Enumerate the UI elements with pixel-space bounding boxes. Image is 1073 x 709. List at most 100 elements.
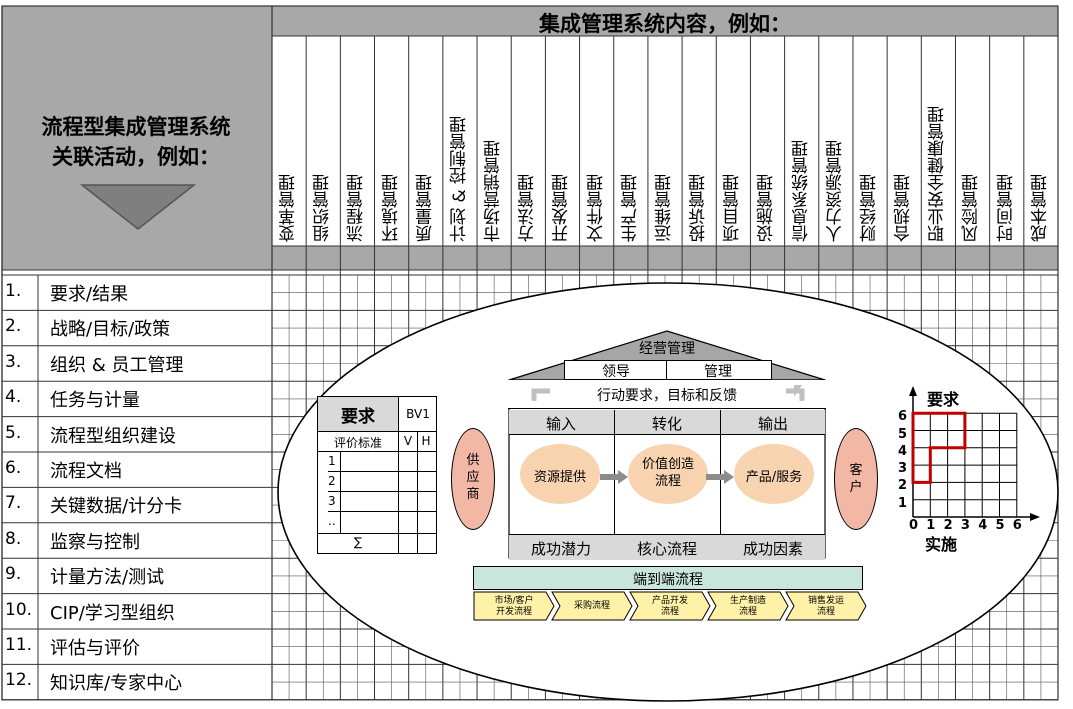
x-tick-label: 1 [926,518,936,533]
house-diagram: 经营管理 领导 管理 行动要求，目标和反馈 输入 转化 输出 资源提供 价值创造… [508,330,826,560]
right-header-title: 集成管理系统内容，例如： [539,12,791,36]
supplier-char-3: 商 [466,487,480,502]
arrow-right-icon [600,470,628,484]
row-number: 9. [5,564,22,585]
row-label: 流程文档 [50,461,122,482]
product-bubble [734,444,814,504]
row-number: 2. [5,316,22,337]
x-tick-label: 4 [978,518,988,533]
row-number: 1. [5,281,22,301]
criteria-item: 2 [328,474,336,488]
customer-char-1: 客 [849,463,863,478]
value-bubble [628,444,708,504]
resource-label: 资源提供 [533,470,586,485]
requirements-title: 要求 [341,407,375,427]
row-label: 知识库/专家中心 [50,673,183,695]
left-header-line2: 关联活动，例如： [52,145,220,169]
input-label: 输入 [545,415,576,433]
row-label: 监察与控制 [50,531,140,553]
row-number: 6. [5,458,22,478]
transform-label: 转化 [651,415,682,433]
e2e-step-chevron [551,591,633,621]
e2e-step-line2: 流程 [816,607,835,617]
customer-char-2: 户 [849,480,863,495]
success-factor-label: 成功因素 [742,540,803,558]
y-tick-label: 2 [898,478,908,494]
grid-chart [909,386,1040,521]
row-label: 组织 & 员工管理 [50,354,184,376]
row-number: 10. [5,599,33,620]
grid-chart-x-title: 实施 [925,535,958,554]
row-label: 流程型组织建设 [50,425,176,447]
e2e-step-label: 销售发运流程 [792,596,860,618]
supplier-char-2: 应 [466,470,480,485]
e2e-step-line1: 市场/客户 [494,596,534,606]
row-number: 12. [5,670,33,691]
e2e-step-line1: 销售发运 [807,596,844,606]
leadership-label: 领导 [602,364,630,380]
x-tick-label: 5 [995,518,1005,533]
criteria-label: 评价标准 [333,436,382,450]
criteria-item: 3 [328,494,336,508]
x-tick-label: 6 [1012,518,1022,533]
left-header-title: 流程型集成管理系统 关联活动，例如： [2,112,270,172]
requirement-step-line [911,411,967,484]
row-number: 5. [5,422,22,443]
value-label-line1: 价值创造 [641,457,694,472]
e2e-step-chevron [473,591,555,621]
house-roof-label: 经营管理 [639,341,695,357]
value-label-line2: 流程 [654,474,681,489]
core-process-label: 核心流程 [636,540,697,558]
down-triangle-icon [80,184,196,230]
row-number: 4. [5,387,22,408]
x-tick-label: 0 [909,518,919,533]
e2e-step-label: 产品开发流程 [636,596,704,618]
row-label: CIP/学习型组织 [50,602,175,624]
customer-oval [834,428,878,530]
x-tick-label: 2 [943,518,953,533]
supplier-oval [451,428,495,530]
x-tick-label: 3 [960,518,970,533]
row-label: 评估与评价 [50,638,140,659]
e2e-step-label: 采购流程 [558,601,626,612]
row-number: 3. [5,351,22,372]
e2e-step-line2: 开发流程 [495,607,532,617]
e2e-step-chevron [707,591,789,621]
e2e-chevrons [473,591,867,621]
e2e-step-line2: 流程 [660,607,679,617]
criteria-item: .. [328,514,336,528]
e2e-band [473,566,863,590]
row-label: 战略/目标/政策 [50,319,171,341]
e2e-title: 端到端流程 [633,572,703,588]
grid-chart-y-title: 要求 [927,390,960,409]
success-potential-label: 成功潜力 [530,540,591,558]
arrow-right-icon [706,470,734,484]
resource-bubble [520,444,600,504]
row-label: 任务与计量 [50,390,140,412]
e2e-step-chevron [629,591,711,621]
e2e-step-line2: 流程 [738,607,757,617]
feedback-label: 行动要求，目标和反馈 [597,388,737,404]
product-label: 产品/服务 [745,470,803,485]
e2e-step-label: 生产制造流程 [714,596,782,618]
y-tick-label: 4 [898,443,908,459]
output-label: 输出 [757,415,788,433]
y-tick-label: 5 [898,426,908,442]
requirements-badge: BV1 [406,407,430,421]
e2e-step-chevron [785,591,867,621]
h-label: H [421,434,431,448]
e2e-step-label: 市场/客户开发流程 [480,596,548,618]
row-number: 11. [5,635,33,655]
management-label: 管理 [704,364,732,380]
feedback-arrow-icon [531,385,805,401]
y-tick-label: 3 [898,461,908,477]
row-number: 8. [5,528,22,549]
e2e-step-line1: 采购流程 [573,601,610,611]
criteria-item: 1 [328,454,336,468]
y-tick-label: 6 [898,409,908,425]
y-tick-label: 1 [898,495,908,511]
e2e-step-line1: 产品开发 [651,596,688,606]
e2e-step-line1: 生产制造 [729,596,766,606]
row-number: 7. [5,493,22,514]
